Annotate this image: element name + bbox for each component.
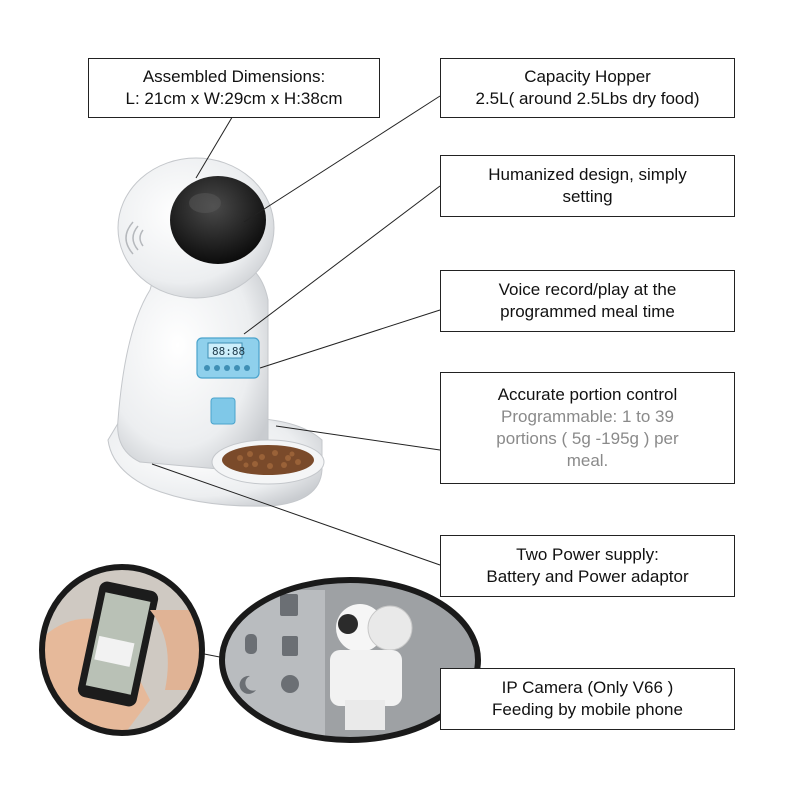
portion-line2: portions ( 5g -195g ) per [496, 429, 679, 448]
camera-circle-ring [219, 577, 481, 743]
food-chute [210, 397, 236, 425]
camera-line2: Feeding by mobile phone [492, 700, 683, 719]
portion-callout: Accurate portion control Programmable: 1… [440, 372, 735, 484]
voice-callout: Voice record/play at the programmed meal… [440, 270, 735, 332]
hopper-callout: Capacity Hopper 2.5L( around 2.5Lbs dry … [440, 58, 735, 118]
design-callout: Humanized design, simply setting [440, 155, 735, 217]
voice-line2: programmed meal time [500, 302, 675, 321]
svg-text:88:88: 88:88 [212, 345, 245, 358]
portion-title: Accurate portion control [497, 385, 678, 404]
dimensions-callout: Assembled Dimensions: L: 21cm x W:29cm x… [88, 58, 380, 118]
camera-line1: IP Camera (Only V66 ) [501, 678, 674, 697]
portion-line1: Programmable: 1 to 39 [501, 407, 674, 426]
phone-circle-ring [39, 564, 205, 736]
hopper-line2: 2.5L( around 2.5Lbs dry food) [475, 89, 700, 108]
design-line2: setting [562, 187, 613, 206]
portion-line3: meal. [566, 451, 609, 470]
voice-line1: Voice record/play at the [498, 280, 677, 299]
design-line1: Humanized design, simply [488, 165, 687, 184]
hopper-lid [170, 176, 266, 264]
power-callout: Two Power supply: Battery and Power adap… [440, 535, 735, 597]
power-line2: Battery and Power adaptor [486, 567, 689, 586]
camera-app-photo [222, 580, 478, 740]
pet-feeder: 88:88 [107, 157, 325, 507]
power-line1: Two Power supply: [516, 545, 659, 564]
dimensions-line2: L: 21cm x W:29cm x H:38cm [125, 89, 343, 108]
hopper-line1: Capacity Hopper [524, 67, 651, 86]
dimensions-line1: Assembled Dimensions: [142, 67, 326, 86]
camera-callout: IP Camera (Only V66 ) Feeding by mobile … [440, 668, 735, 730]
